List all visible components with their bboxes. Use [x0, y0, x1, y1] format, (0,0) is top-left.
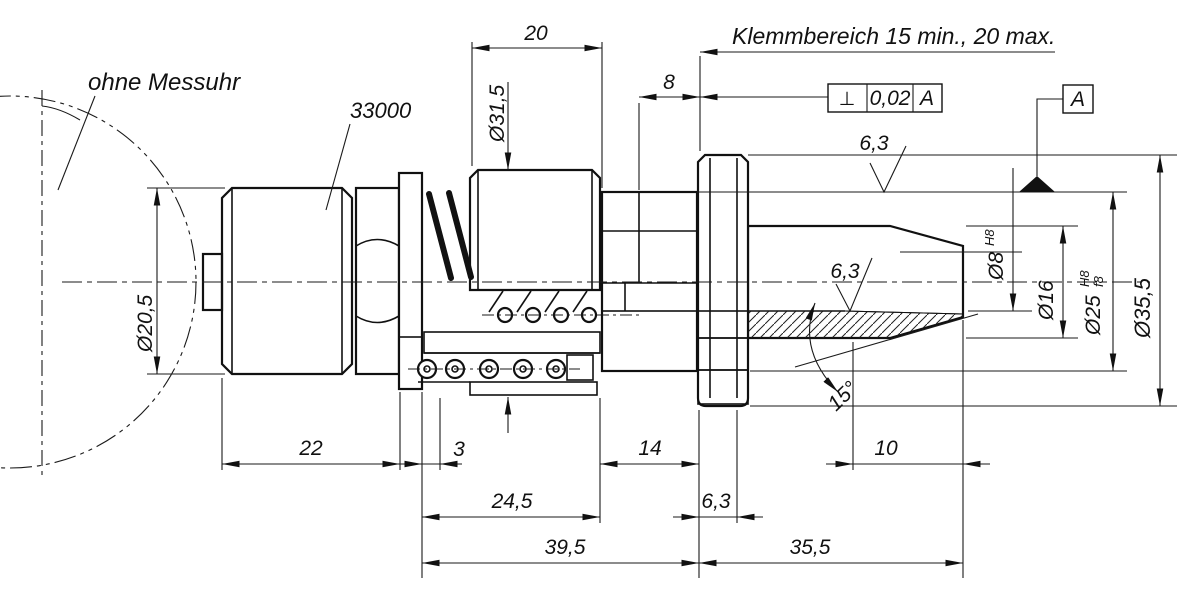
washer-flange	[397, 171, 424, 391]
dim-dia-35-5: Ø35,5	[1130, 277, 1155, 339]
clamp-collar-d35-5	[696, 153, 750, 408]
angle-15-callout	[794, 302, 979, 393]
sleeve-lower-section	[418, 331, 601, 396]
dim-dia-16: Ø16	[1035, 280, 1058, 321]
datum-flag	[1019, 84, 1094, 192]
part-number-label: 33000	[350, 98, 412, 123]
leader-lines	[57, 95, 351, 211]
dim-dia-8: Ø8	[985, 252, 1008, 281]
hex-nut	[354, 186, 401, 376]
dimension-lines	[153, 44, 1164, 567]
surface-finish-symbol-upper	[869, 145, 907, 194]
surface-roughness-lower: 6,3	[830, 260, 860, 283]
dim-dia-31-5: Ø31,5	[486, 84, 509, 143]
note-without-gauge: ohne Messuhr	[88, 69, 241, 96]
gdt-datum-reference: A	[918, 87, 934, 110]
dim-6-3: 6,3	[701, 490, 731, 513]
dim-39-5: 39,5	[545, 536, 586, 559]
clamp-stem-d16	[746, 224, 965, 340]
gdt-tolerance-value: 0,02	[870, 87, 911, 110]
knurled-adjust-sleeve	[468, 168, 602, 292]
dim-dia-8-tol: H8	[982, 229, 997, 246]
surface-finish-symbol-lower	[835, 257, 873, 313]
dim-3: 3	[453, 438, 465, 461]
annotation-texts: ohne Messuhr 33000 Klemmbereich 15 min.,…	[88, 22, 1155, 559]
dim-dia-25: Ø25	[1082, 295, 1105, 336]
dim-dia-25-tol-lower: f8	[1091, 275, 1106, 287]
dim-dia-25-tol-upper: H8	[1077, 270, 1092, 287]
dim-14: 14	[638, 437, 661, 460]
dim-dia-20-5: Ø20,5	[134, 294, 157, 353]
datum-flag-label: A	[1069, 88, 1085, 111]
surface-roughness-upper: 6,3	[859, 132, 889, 155]
knurled-knob	[220, 186, 354, 376]
dim-24-5: 24,5	[491, 490, 533, 513]
dim-22: 22	[298, 437, 323, 460]
dim-8: 8	[663, 71, 675, 94]
gdt-perpendicularity-icon: ⊥	[839, 89, 856, 110]
dim-20: 20	[523, 22, 548, 45]
dim-35-5: 35,5	[790, 536, 831, 559]
feature-control-frame	[827, 83, 943, 113]
dim-10: 10	[874, 437, 898, 460]
dial-gauge-phantom	[0, 90, 197, 478]
centerlines	[62, 281, 1150, 370]
clamping-range-note: Klemmbereich 15 min., 20 max.	[732, 23, 1055, 49]
